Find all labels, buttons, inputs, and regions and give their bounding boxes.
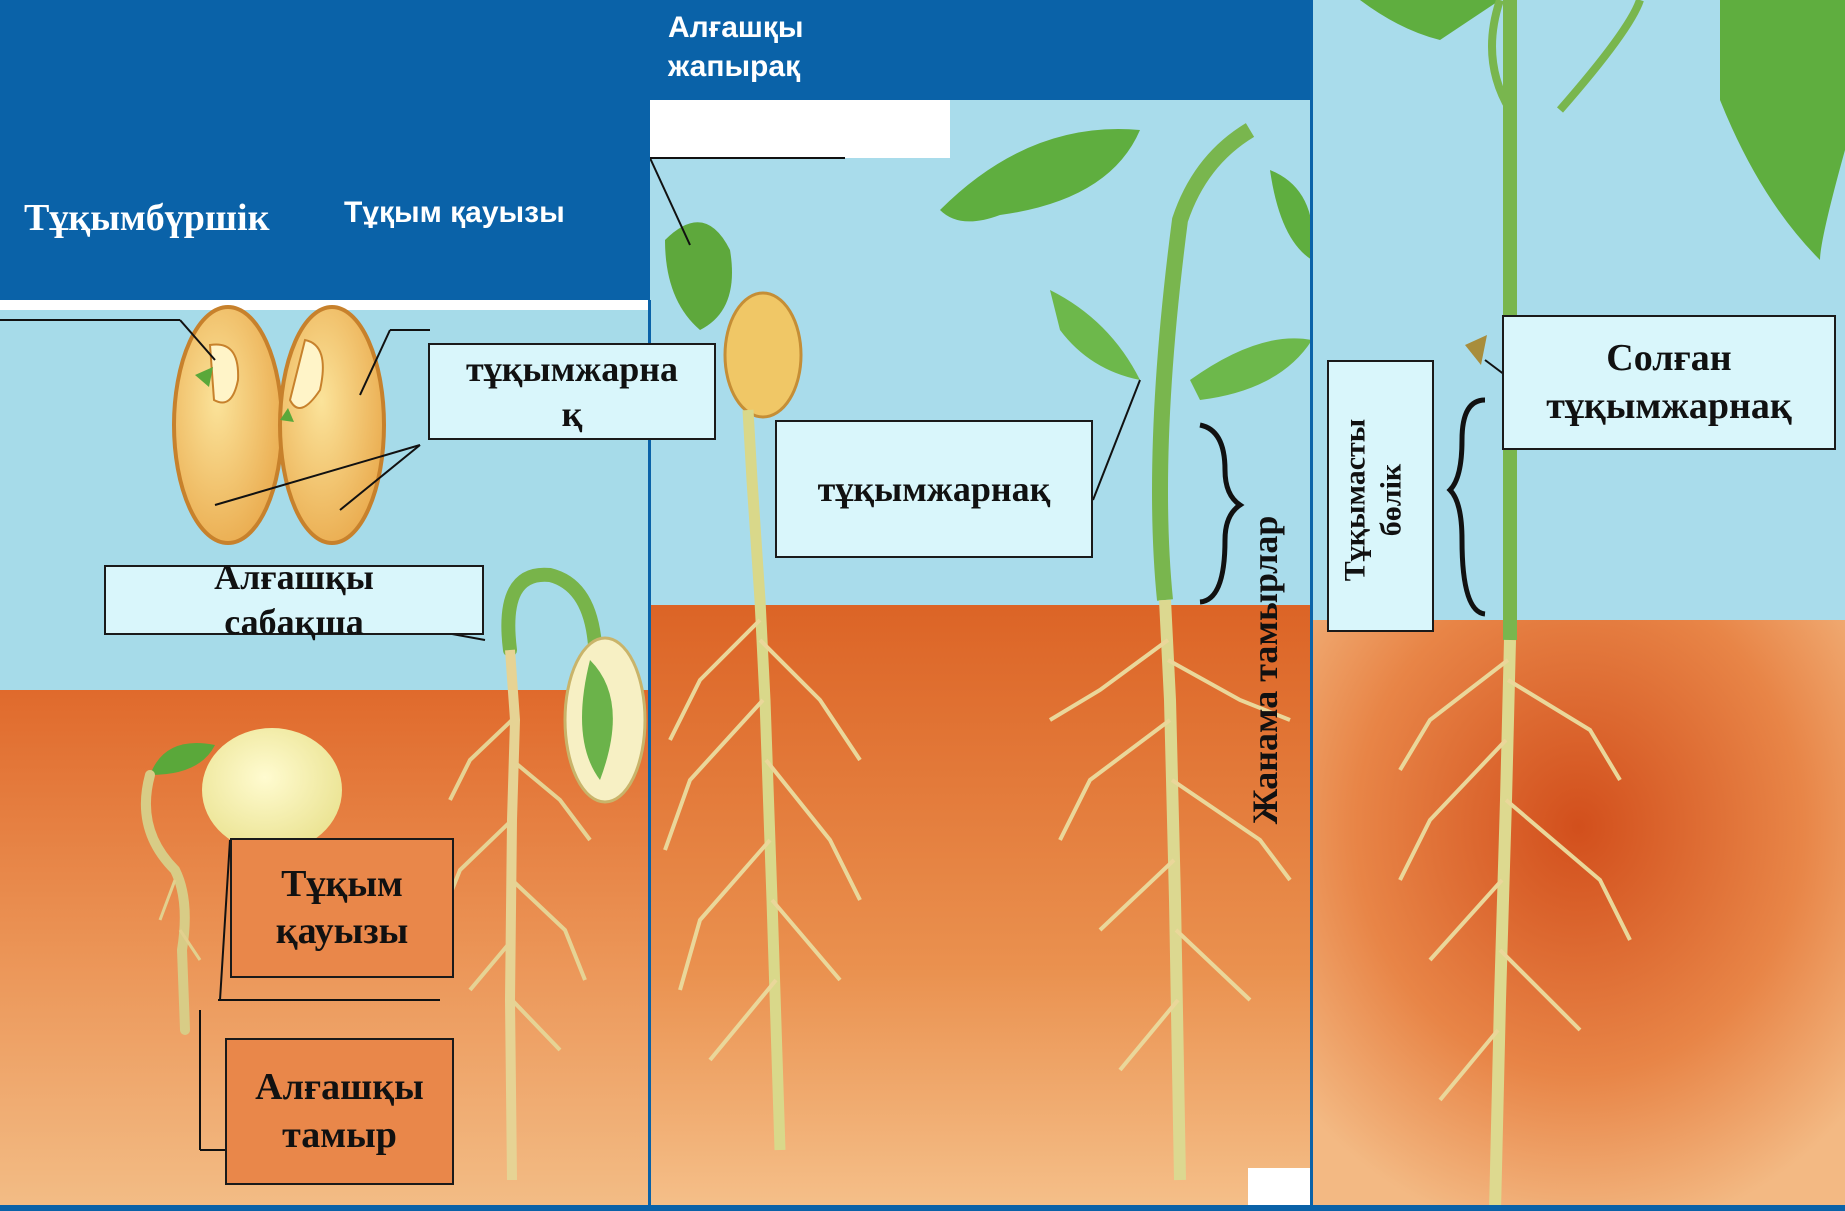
label-withered-cotyledon: Солған тұқымжарнақ xyxy=(1502,315,1836,450)
panel-divider-2 xyxy=(1310,0,1313,1211)
header-left-title: Тұқымбүршік xyxy=(24,196,269,240)
label-cotyledon-left: тұқымжарна қ xyxy=(428,343,716,440)
label-seed-coat: Тұқым қауызы xyxy=(230,838,454,978)
middle-panel xyxy=(650,100,1313,1211)
header-top-label: Алғашқы жапырақ xyxy=(668,8,804,86)
label-cotyledon-middle: тұқымжарнақ xyxy=(775,420,1093,558)
label-lateral-roots: Жанама тамырлар xyxy=(1244,510,1288,830)
label-seed-part: Тұқымасты бөлік xyxy=(1338,378,1424,623)
header-band-left xyxy=(0,0,650,300)
bottom-border xyxy=(0,1205,1845,1211)
header-seed-coat: Тұқым қауызы xyxy=(344,196,565,230)
label-primary-root: Алғашқы тамыр xyxy=(225,1038,454,1185)
label-hypocotyl: Алғашқы сабақша xyxy=(104,565,484,635)
